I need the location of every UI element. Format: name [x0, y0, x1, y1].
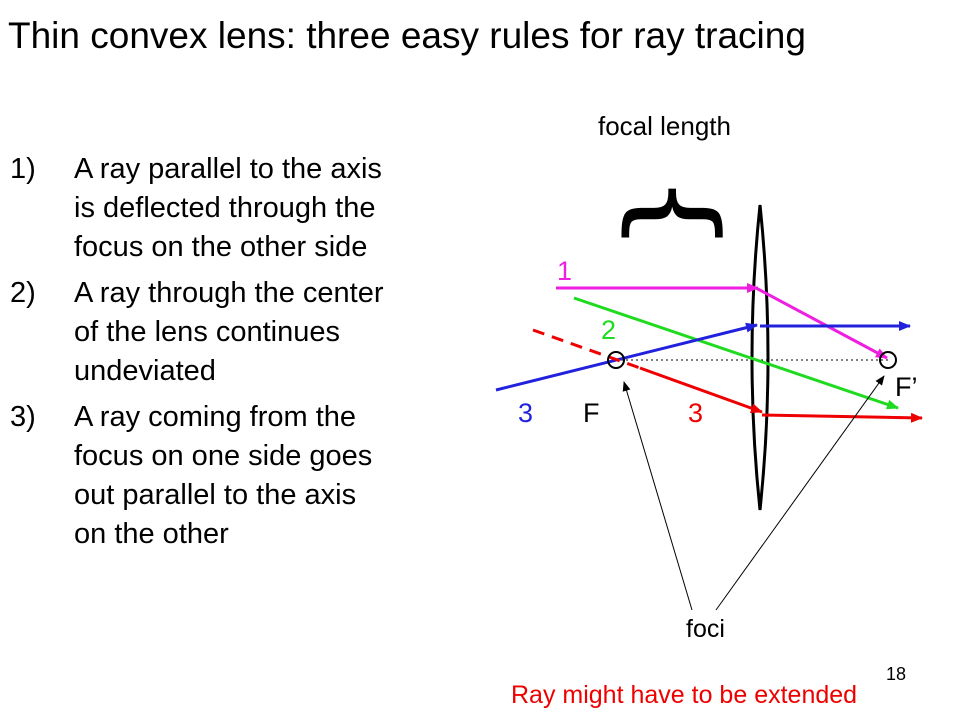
- ray-3-red-in: [639, 366, 763, 414]
- ray-2-label: 2: [601, 315, 617, 345]
- rule-number: 1): [10, 153, 36, 185]
- rule-line: focus on one side goes: [74, 440, 373, 472]
- rule-line: A ray through the center: [74, 277, 384, 309]
- foci-pointer-right: [715, 375, 885, 611]
- rule-line: A ray coming from the: [74, 401, 357, 433]
- convex-lens: [750, 204, 770, 511]
- rule-item: 2) A ray through the center of the lens …: [10, 274, 480, 391]
- rules-list: 1) A ray parallel to the axis is deflect…: [10, 150, 480, 561]
- ray-3-red-label: 3: [688, 398, 704, 428]
- focus-right-label: F’: [895, 372, 918, 402]
- rule-number: 3): [10, 401, 36, 433]
- focal-length-label: focal length: [598, 111, 731, 141]
- rule-line: undeviated: [74, 355, 216, 387]
- focus-left-label: F: [583, 398, 600, 428]
- rule-item: 1) A ray parallel to the axis is deflect…: [10, 150, 480, 267]
- ray-3-red-out: [761, 412, 923, 423]
- foci-label: foci: [686, 615, 725, 643]
- rule-line: A ray parallel to the axis: [74, 153, 382, 185]
- rule-line: on the other: [74, 518, 229, 550]
- page-title: Thin convex lens: three easy rules for r…: [8, 15, 806, 56]
- ray-3-blue-in: [495, 322, 758, 392]
- rule-line: focus on the other side: [74, 231, 368, 263]
- rule-line: out parallel to the axis: [74, 479, 357, 511]
- foci-pointer-left: [622, 381, 693, 611]
- rule-number: 2): [10, 277, 36, 309]
- ray-2-path: [573, 296, 899, 410]
- extension-note: Ray might have to be extended: [511, 681, 858, 709]
- rule-item: 3) A ray coming from the focus on one si…: [10, 398, 480, 554]
- focus-right-marker: [879, 351, 897, 369]
- rule-line: of the lens continues: [74, 316, 341, 348]
- ray-1-label: 1: [557, 256, 573, 286]
- page-number: 18: [886, 664, 907, 684]
- focus-left-marker: [607, 351, 625, 369]
- ray-3-blue-label: 3: [518, 398, 534, 428]
- rule-line: is deflected through the: [74, 192, 376, 224]
- focal-length-brace: }: [603, 172, 731, 254]
